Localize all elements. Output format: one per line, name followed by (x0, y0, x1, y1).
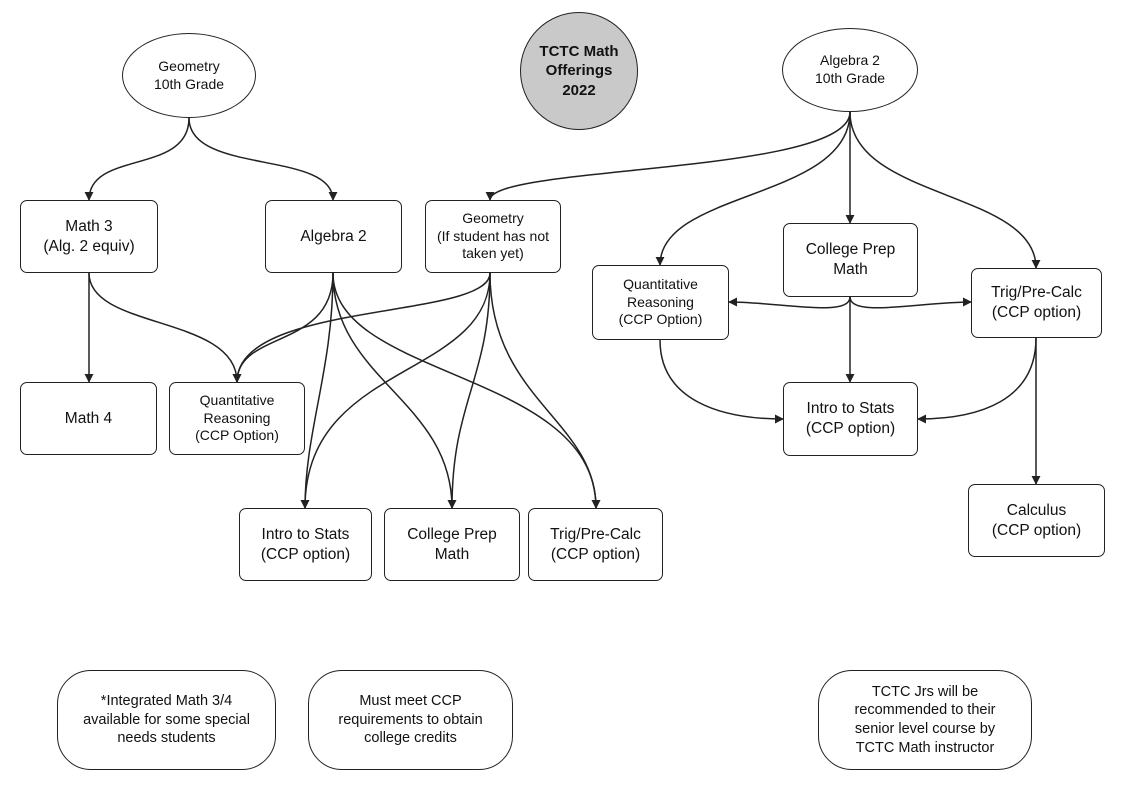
note-line: *Integrated Math 3/4 (100, 693, 233, 710)
edge-geometry-quant (232, 272, 491, 383)
edge-quant-stats (659, 339, 784, 424)
node-algebra-2: Algebra 2 (265, 200, 402, 273)
node-trig-pre-calc-left: Trig/Pre-Calc (CCP option) (528, 508, 663, 581)
node-calculus: Calculus (CCP option) (968, 484, 1105, 557)
node-college-prep-math-right: College Prep Math (783, 223, 918, 297)
edge-trig-stats (917, 337, 1037, 424)
note-line: requirements to obtain (338, 711, 483, 728)
node-label: Algebra 2 (300, 227, 367, 245)
edge-algebra2-trig (332, 272, 601, 509)
note-tctc-jrs: TCTC Jrs will be recommended to their se… (818, 670, 1032, 770)
edge-cpm-trig (849, 296, 972, 309)
node-label: (If student has not (436, 227, 550, 244)
note-line: available for some special (83, 711, 250, 728)
node-label: Intro to Stats (806, 400, 895, 418)
edge-geometry-stats (300, 272, 491, 509)
node-label: Trig/Pre-Calc (550, 525, 641, 543)
node-label: College Prep (407, 525, 497, 543)
edge-algebra2-stats (300, 272, 334, 509)
node-label: Math (434, 545, 470, 563)
node-label: Algebra 2 (820, 52, 880, 69)
node-label: (CCP option) (991, 304, 1082, 321)
node-label: (CCP Option) (195, 427, 279, 444)
note-line: college credits (364, 730, 457, 747)
node-trig-pre-calc-right: Trig/Pre-Calc (CCP option) (971, 268, 1102, 338)
node-intro-to-stats-right: Intro to Stats (CCP option) (783, 382, 918, 456)
node-math-3: Math 3 (Alg. 2 equiv) (20, 200, 158, 273)
node-math-4: Math 4 (20, 382, 157, 455)
node-label: (CCP option) (991, 521, 1082, 539)
title-line: TCTC Math (539, 43, 619, 61)
node-label: Quantitative (623, 275, 698, 292)
node-label: Calculus (1006, 501, 1067, 519)
note-line: TCTC Jrs will be (871, 683, 979, 700)
title-line: 2022 (562, 81, 596, 99)
note-line: TCTC Math instructor (855, 739, 995, 756)
node-label: (CCP option) (805, 420, 896, 437)
node-label: (CCP option) (260, 545, 351, 563)
node-label: Geometry (462, 209, 524, 226)
note-ccp-requirements: Must meet CCP requirements to obtain col… (308, 670, 513, 770)
node-label: 10th Grade (814, 70, 886, 86)
edge-algebra2-quant (232, 272, 334, 383)
edge-geometry-cpm (447, 272, 491, 509)
note-line: Must meet CCP (359, 693, 462, 710)
edge-algebra210-trig (849, 111, 1041, 269)
edge-geometry10-algebra2 (188, 117, 338, 201)
edge-algebra2-cpm (332, 272, 457, 509)
edge-algebra210-quant (655, 111, 851, 266)
note-line: needs students (117, 730, 216, 747)
node-label: (CCP option) (550, 545, 641, 563)
edge-geometry10-math3 (84, 117, 190, 201)
edge-cpm-quant (728, 296, 851, 309)
note-line: senior level course by (854, 721, 996, 737)
title-line: Offerings (545, 62, 613, 80)
node-intro-to-stats-left: Intro to Stats (CCP option) (239, 508, 372, 581)
node-label: Math 4 (64, 409, 113, 427)
node-label: (CCP Option) (618, 311, 703, 328)
node-geometry-not-taken: Geometry (If student has not taken yet) (425, 200, 561, 273)
node-label: Reasoning (627, 293, 694, 310)
node-college-prep-math-left: College Prep Math (384, 508, 520, 581)
node-algebra-2-10th-grade: Algebra 2 10th Grade (782, 28, 918, 112)
node-label: Geometry (158, 57, 220, 74)
node-label: Reasoning (203, 409, 271, 426)
node-label: (Alg. 2 equiv) (43, 237, 135, 255)
node-quantitative-reasoning-right: Quantitative Reasoning (CCP Option) (592, 265, 729, 340)
diagram-title: TCTC Math Offerings 2022 (520, 12, 638, 130)
edge-algebra210-geometry (485, 111, 851, 201)
note-line: recommended to their (854, 702, 996, 719)
edge-math3-quant (88, 272, 242, 383)
node-geometry-10th-grade: Geometry 10th Grade (122, 33, 256, 118)
node-label: Math (833, 261, 868, 278)
node-label: Quantitative (199, 391, 275, 408)
edge-geometry-trig (489, 272, 601, 509)
note-integrated-math: *Integrated Math 3/4 available for some … (57, 670, 276, 770)
node-label: Trig/Pre-Calc (991, 284, 1082, 302)
node-quantitative-reasoning-left: Quantitative Reasoning (CCP Option) (169, 382, 305, 455)
node-label: 10th Grade (153, 75, 225, 92)
node-label: Intro to Stats (261, 525, 350, 543)
node-label: taken yet) (462, 245, 524, 262)
node-label: Math 3 (65, 217, 113, 235)
node-label: College Prep (805, 241, 896, 259)
